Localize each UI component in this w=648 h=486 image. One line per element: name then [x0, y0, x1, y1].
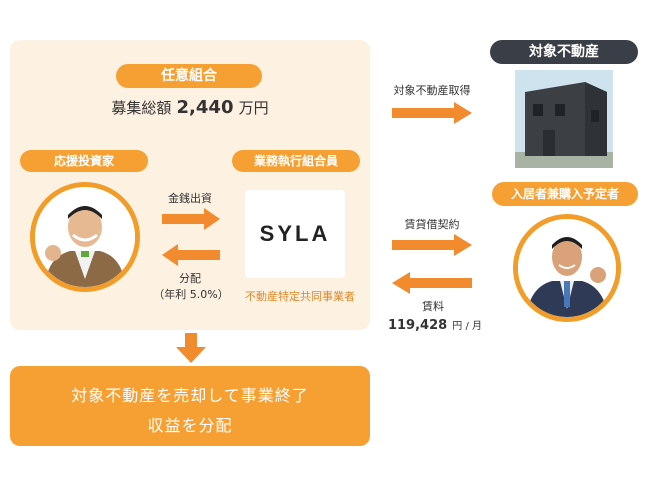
money-out-label: 金銭出資: [168, 192, 212, 205]
result-line1: 対象不動産を売却して事業終了: [71, 386, 309, 405]
property-label: 対象不動産: [490, 40, 638, 64]
arrow-right-icon: [162, 208, 220, 230]
total-unit: 万円: [238, 99, 269, 117]
tenant-avatar: [513, 214, 621, 322]
total-label: 募集総額: [111, 99, 172, 117]
investor-avatar: [30, 182, 140, 292]
arrow-left-icon: [162, 244, 220, 266]
syla-logo-card: SYLA: [245, 190, 345, 278]
syla-logo-text: SYLA: [259, 221, 331, 246]
yield-label: （年利 5.0%）: [153, 288, 229, 301]
total-amount: 2,440: [176, 97, 234, 118]
arrow-left-icon: [392, 272, 472, 294]
union-title: 任意組合: [116, 64, 262, 88]
rent-label: 賃料: [422, 300, 444, 313]
member-caption: 不動産特定共同事業者: [245, 290, 355, 303]
arrow-down-icon: [176, 333, 206, 363]
lease-label: 賃貸借契約: [404, 218, 460, 231]
distribution-label: 分配: [179, 272, 201, 285]
result-line2: 収益を分配: [147, 416, 233, 435]
rent-value: 119,428: [387, 318, 448, 333]
arrow-right-icon: [392, 234, 472, 256]
member-label: 業務執行組合員: [232, 150, 360, 172]
tenant-person-icon: [518, 219, 616, 317]
result-box: 対象不動産を売却して事業終了 収益を分配: [10, 366, 370, 446]
acquisition-label: 対象不動産取得: [393, 84, 471, 97]
total-funding: 募集総額 2,440 万円: [100, 94, 280, 122]
investor-label: 応援投資家: [20, 150, 148, 172]
rent-unit: 円 / 月: [452, 321, 483, 332]
property-photo: [515, 70, 613, 168]
rent-amount: 119,428 円 / 月: [380, 314, 490, 333]
tenant-label: 入居者兼購入予定者: [492, 182, 638, 206]
arrow-right-icon: [392, 102, 472, 124]
building-icon: [515, 70, 613, 168]
investor-person-icon: [35, 187, 135, 287]
